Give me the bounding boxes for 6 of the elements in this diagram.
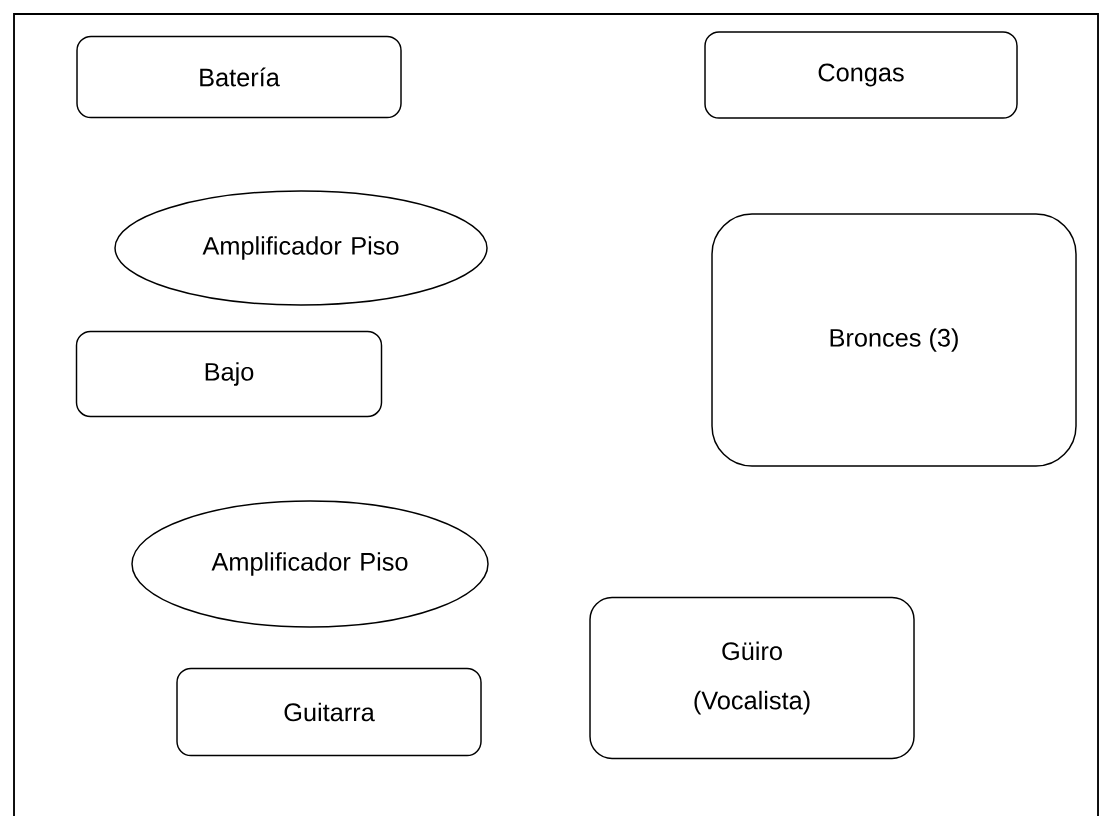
instrument-box: Guitarra (176, 667, 482, 757)
instrument-box: Batería (76, 35, 402, 119)
instrument-box: Güiro (Vocalista) (589, 596, 915, 760)
instrument-box: Bajo (75, 330, 383, 418)
instrument-box: Congas (704, 31, 1018, 119)
instrument-box: Bronces (3) (711, 213, 1077, 467)
